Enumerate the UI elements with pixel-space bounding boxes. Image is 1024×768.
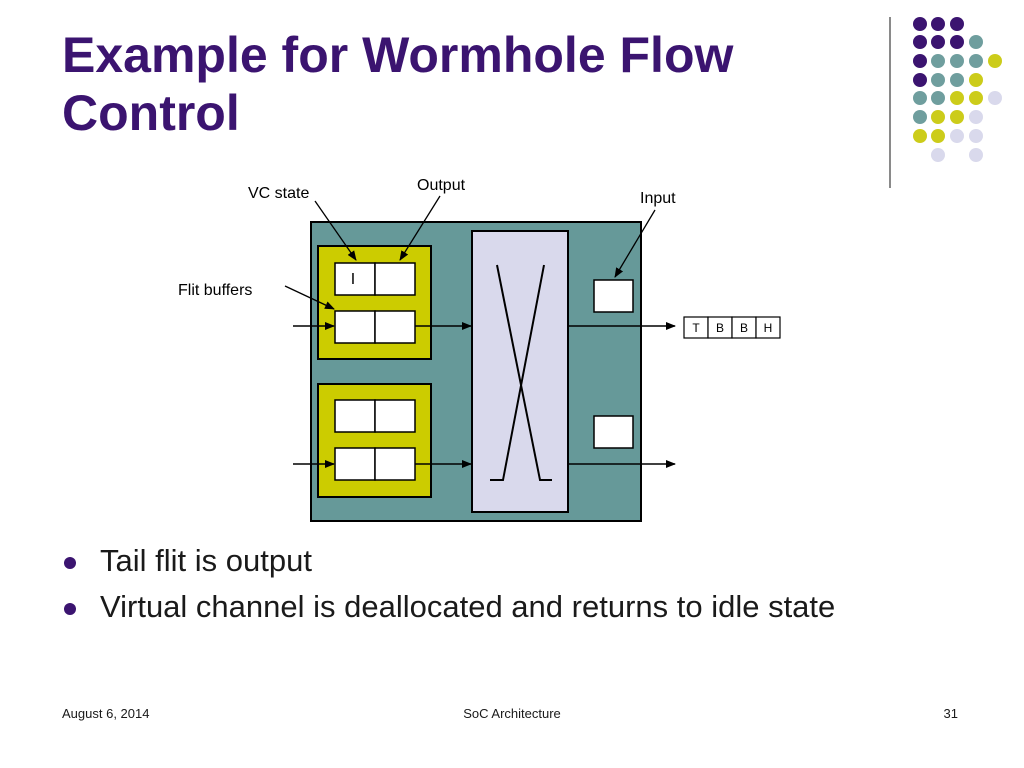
vc-state-cell — [334, 399, 376, 433]
label-vc-state: VC state — [248, 185, 309, 202]
router-diagram: I T B B H VC state Output Input Flit buf… — [178, 177, 781, 522]
vc-state-value: I — [351, 271, 355, 288]
footer-date: August 6, 2014 — [62, 706, 150, 721]
output-buffer-2 — [593, 415, 634, 449]
dot — [950, 35, 964, 49]
pointer-input — [614, 209, 656, 278]
dot — [969, 110, 983, 124]
dot — [931, 91, 945, 105]
flit-cell — [755, 316, 781, 339]
crossbar-path — [490, 264, 545, 481]
flit-buffer-cell — [334, 447, 376, 481]
dot — [931, 17, 945, 31]
dot — [969, 73, 983, 87]
dot — [913, 54, 927, 68]
dot — [931, 148, 945, 162]
dot — [969, 129, 983, 143]
dot — [969, 54, 983, 68]
bullet-dot-icon — [64, 557, 76, 569]
page-number: 31 — [943, 706, 958, 721]
flit-label: T — [692, 321, 700, 335]
dot — [931, 129, 945, 143]
output-cell — [374, 399, 416, 433]
dot — [969, 35, 983, 49]
bullet-text: Virtual channel is deallocated and retur… — [100, 589, 836, 624]
dot — [913, 129, 927, 143]
pointer-output — [399, 195, 441, 261]
dot — [950, 54, 964, 68]
flit-label: H — [764, 321, 773, 335]
pointer-vc-state — [314, 200, 357, 261]
output-buffer-1 — [593, 279, 634, 313]
dot — [931, 54, 945, 68]
dot — [950, 73, 964, 87]
dot — [931, 35, 945, 49]
bullet-list: Tail flit is output Virtual channel is d… — [62, 540, 922, 632]
footer-title: SoC Architecture — [463, 706, 561, 721]
dot — [969, 91, 983, 105]
decorative-dot-grid — [913, 17, 1002, 162]
bullet-item: Tail flit is output — [62, 540, 922, 582]
dot — [913, 17, 927, 31]
dot — [988, 91, 1002, 105]
output-cell — [374, 262, 416, 296]
flit-buffer-cell — [374, 310, 416, 344]
dot — [950, 129, 964, 143]
pointer-flit-buffers — [284, 285, 335, 310]
label-input: Input — [640, 190, 676, 207]
bullet-dot-icon — [64, 603, 76, 615]
bullet-item: Virtual channel is deallocated and retur… — [62, 586, 922, 628]
dot — [988, 54, 1002, 68]
label-flit-buffers: Flit buffers — [178, 282, 252, 299]
dot — [931, 73, 945, 87]
flit-label: B — [716, 321, 724, 335]
dot — [950, 91, 964, 105]
dot — [931, 110, 945, 124]
dot — [950, 110, 964, 124]
output-flit-packet: T B B H — [683, 316, 781, 339]
dot — [969, 148, 983, 162]
slide-title: Example for Wormhole Flow Control — [62, 27, 734, 141]
dot — [913, 110, 927, 124]
flit-buffer-cell — [334, 310, 376, 344]
crossbar — [471, 230, 569, 513]
dot — [913, 73, 927, 87]
dot — [913, 35, 927, 49]
dot — [913, 91, 927, 105]
crossbar-path — [496, 264, 552, 481]
vertical-divider — [889, 17, 891, 188]
dot — [950, 17, 964, 31]
flit-buffer-cell — [374, 447, 416, 481]
label-output: Output — [417, 177, 466, 194]
bullet-text: Tail flit is output — [100, 543, 312, 578]
flit-label: B — [740, 321, 748, 335]
